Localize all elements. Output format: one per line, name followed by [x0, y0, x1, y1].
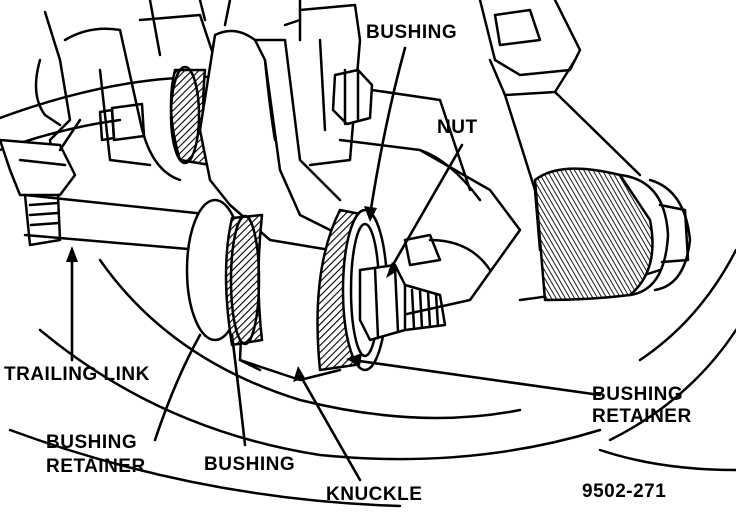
label-bushing-top: BUSHING: [366, 22, 458, 43]
nut-and-bolt: [358, 233, 447, 342]
label-bushing-retainer-left-line2: RETAINER: [46, 456, 146, 477]
label-trailing-link: TRAILING LINK: [4, 364, 150, 385]
tie-rod-end: [478, 0, 692, 302]
label-nut: NUT: [437, 117, 478, 138]
trailing-link-rod: [0, 118, 217, 252]
label-knuckle: KNUCKLE: [326, 484, 423, 505]
label-bushing-retainer-right-line2: RETAINER: [592, 406, 692, 427]
figure-number: 9502-271: [582, 481, 667, 502]
background-rotor: [0, 75, 736, 508]
upper-bushing: [98, 65, 212, 167]
left-bushing: [185, 198, 264, 347]
upper-bolt: [331, 68, 472, 192]
arrowheads: [66, 206, 399, 382]
leader-lines: [70, 46, 602, 482]
label-bushing-retainer-right-line1: BUSHING: [592, 384, 684, 405]
label-bushing-bottom: BUSHING: [204, 454, 296, 475]
label-bushing-retainer-left-line1: BUSHING: [46, 432, 138, 453]
